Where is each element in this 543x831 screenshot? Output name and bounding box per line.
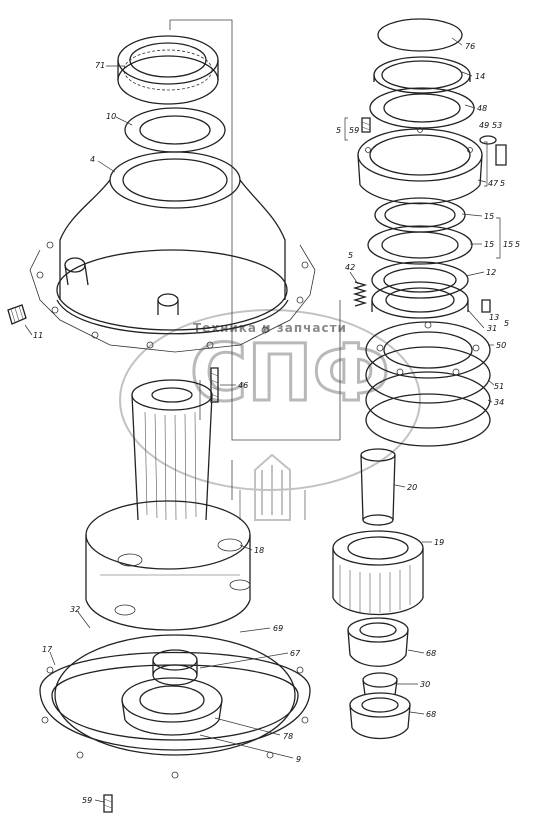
part-42-spring [352,281,368,307]
callouts: 71 10 4 11 46 18 32 17 69 67 78 9 59 76 … [24,37,520,805]
part-31-pin [481,299,491,313]
callout-11: 11 [33,331,43,340]
part-59-small-bolt [361,117,371,133]
callout-5-group-d: 5 [348,251,353,260]
part-78-hub [121,677,223,736]
part-59-bottom-bolt [103,794,113,813]
part-68-upper-bearing [347,617,409,667]
callout-5-group-c: 5 [515,240,520,249]
callout-5-group-e: 5 [504,319,509,328]
callout-78: 78 [283,732,293,741]
watermark: СПФ Техника и запчасти [119,309,421,521]
part-15-discs [367,197,473,265]
part-50-51-34-plates [365,321,491,447]
callout-20: 20 [407,483,417,492]
part-49-53-bolt [479,135,507,166]
callout-5-group-a: 5 [336,126,341,135]
part-20-sleeve [360,448,396,526]
callout-53: 53 [492,121,502,130]
part-67-bearing [152,649,198,686]
callout-4: 4 [90,155,95,164]
callout-12: 12 [486,268,496,277]
callout-42: 42 [345,263,355,272]
part-17-flange [39,651,311,779]
part-10-washer [124,107,226,153]
callout-9: 9 [296,755,301,764]
callout-13: 13 [489,313,499,322]
watermark-text: Техника и запчасти [193,321,347,335]
callout-19: 19 [434,538,444,547]
callout-51: 51 [494,382,504,391]
callout-68-b: 68 [426,710,436,719]
callout-10: 10 [106,112,116,121]
watermark-oval [119,309,421,491]
callout-18: 18 [254,546,264,555]
callout-15-group: 15 [503,240,513,249]
callout-68-a: 68 [426,649,436,658]
part-19-gear [332,530,424,616]
part-12-ring [371,261,469,299]
callout-47: 47 [488,179,499,188]
part-11-plug [7,304,27,325]
part-13-piston [371,281,469,319]
callout-48: 48 [477,104,487,113]
part-76-snap-ring [377,18,463,52]
part-32-gasket [54,634,296,756]
part-18-shaft-carrier [85,379,251,631]
callout-17: 17 [42,645,53,654]
callout-46: 46 [238,381,248,390]
callout-15-b: 15 [484,240,494,249]
callout-69: 69 [273,624,283,633]
watermark-letters: СПФ [190,329,390,419]
callout-76: 76 [465,42,475,51]
callout-59-bottom: 59 [82,796,92,805]
callout-15-a: 15 [484,212,494,221]
assembly-lines [169,19,341,500]
part-47-clutch-housing [357,127,483,205]
callout-67: 67 [290,649,301,658]
part-48-flange-ring [369,87,475,129]
callout-71: 71 [95,61,105,70]
part-68-lower-bearing [349,692,411,740]
group-brackets [344,117,501,259]
callout-49: 49 [479,121,489,130]
part-30-ring [362,672,398,696]
watermark-tower-icon [239,453,306,521]
callout-5-group-b: 5 [500,179,505,188]
callout-32: 32 [70,605,80,614]
part-4-housing [29,151,316,353]
part-71-bearing [117,35,219,105]
callout-14: 14 [475,72,485,81]
callout-34: 34 [494,398,504,407]
callout-59-top: 59 [349,126,359,135]
callout-31: 31 [487,324,497,333]
callout-50: 50 [496,341,506,350]
callout-30: 30 [420,680,430,689]
